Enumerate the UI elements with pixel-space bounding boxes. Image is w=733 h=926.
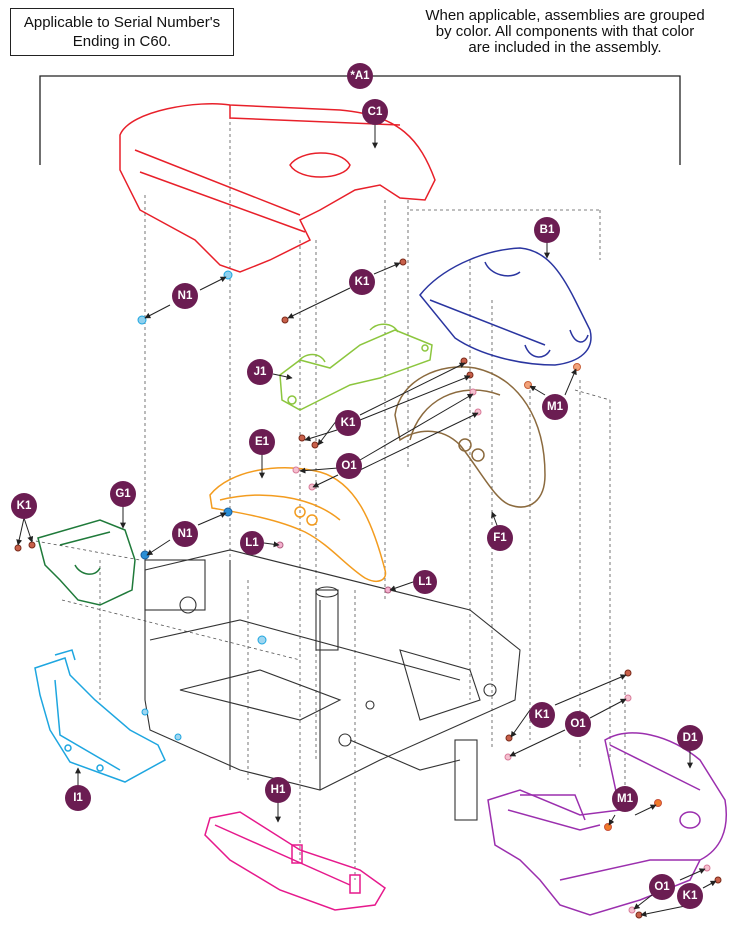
callout-k1-top-label: K1 xyxy=(355,276,370,288)
callout-i1-label: I1 xyxy=(73,792,83,804)
callout-d1: D1 xyxy=(677,725,703,751)
callout-k1-bottom: K1 xyxy=(677,883,703,909)
callout-j1: J1 xyxy=(247,359,273,385)
callout-k1-mid: K1 xyxy=(335,410,361,436)
callout-l1-left: L1 xyxy=(240,531,264,555)
callout-o1-lower: O1 xyxy=(565,711,591,737)
callout-b1: B1 xyxy=(534,217,560,243)
callout-o1-lower-label: O1 xyxy=(570,718,586,730)
cover-h1 xyxy=(204,811,386,911)
callout-o1-bottom: O1 xyxy=(649,874,675,900)
shroud-d1 xyxy=(487,732,727,916)
callout-f1-label: F1 xyxy=(493,532,507,544)
callout-c1: C1 xyxy=(362,99,388,125)
callout-k1-left: K1 xyxy=(11,493,37,519)
fender-e1 xyxy=(209,467,387,582)
callout-f1: F1 xyxy=(487,525,513,551)
serial-note-line-1: Applicable to Serial Number's xyxy=(23,14,221,31)
callout-o1-mid-label: O1 xyxy=(341,460,357,472)
callout-o1-bottom-label: O1 xyxy=(654,881,670,893)
base-frame xyxy=(144,549,521,821)
callout-k1-left-label: K1 xyxy=(17,500,32,512)
assembly-bracket-a1 xyxy=(39,75,681,165)
callout-l1-right-label: L1 xyxy=(418,576,432,588)
callout-h1-label: H1 xyxy=(271,784,286,796)
cover-c1 xyxy=(119,103,436,273)
hardware-fasteners xyxy=(14,258,722,919)
callout-m1-right-label: M1 xyxy=(547,401,564,413)
callout-k1-mid-label: K1 xyxy=(341,417,356,429)
assembly-note-line-3: are included in the assembly. xyxy=(468,39,662,56)
callout-m1-lower-label: M1 xyxy=(617,793,634,805)
assembly-note-line-1: When applicable, assemblies are grouped xyxy=(425,7,705,24)
cover-i1 xyxy=(34,649,166,783)
callout-l1-left-label: L1 xyxy=(245,537,259,549)
callouts: *A1 C1 B1 N1 K1 J1 K1 M1 O1 E1 F1 K1 G1 … xyxy=(11,63,703,909)
callout-i1: I1 xyxy=(65,785,91,811)
callout-e1: E1 xyxy=(249,429,275,455)
guard-g1 xyxy=(37,519,136,606)
callout-arrows xyxy=(16,125,717,917)
assembly-note-line-2: by color. All components with that color xyxy=(435,23,695,40)
callout-k1-lower-label: K1 xyxy=(535,709,550,721)
callout-n1-top-label: N1 xyxy=(178,290,193,302)
callout-h1: H1 xyxy=(265,777,291,803)
callout-n1-left: N1 xyxy=(172,521,198,547)
assembly-color-note: When applicable, assemblies are grouped … xyxy=(400,8,730,56)
serial-note-line-2: Ending in C60. xyxy=(72,33,172,50)
callout-a1-label: *A1 xyxy=(350,70,370,82)
serial-number-note: Applicable to Serial Number's Ending in … xyxy=(10,8,234,56)
callout-c1-label: C1 xyxy=(368,106,383,118)
callout-d1-label: D1 xyxy=(683,732,698,744)
callout-a1: *A1 xyxy=(347,63,373,89)
callout-n1-left-label: N1 xyxy=(178,528,193,540)
bracket-j1 xyxy=(279,323,433,411)
callout-e1-label: E1 xyxy=(255,436,270,448)
callout-m1-lower: M1 xyxy=(612,786,638,812)
callout-b1-label: B1 xyxy=(540,224,555,236)
callout-o1-mid: O1 xyxy=(336,453,362,479)
callout-k1-bottom-label: K1 xyxy=(683,890,698,902)
callout-g1-label: G1 xyxy=(115,488,131,500)
callout-k1-top: K1 xyxy=(349,269,375,295)
callout-g1: G1 xyxy=(110,481,136,507)
callout-k1-lower: K1 xyxy=(529,702,555,728)
cover-b1 xyxy=(419,247,592,366)
callout-m1-right: M1 xyxy=(542,394,568,420)
callout-l1-right: L1 xyxy=(413,570,437,594)
callout-j1-label: J1 xyxy=(254,366,267,378)
callout-n1-top: N1 xyxy=(172,283,198,309)
